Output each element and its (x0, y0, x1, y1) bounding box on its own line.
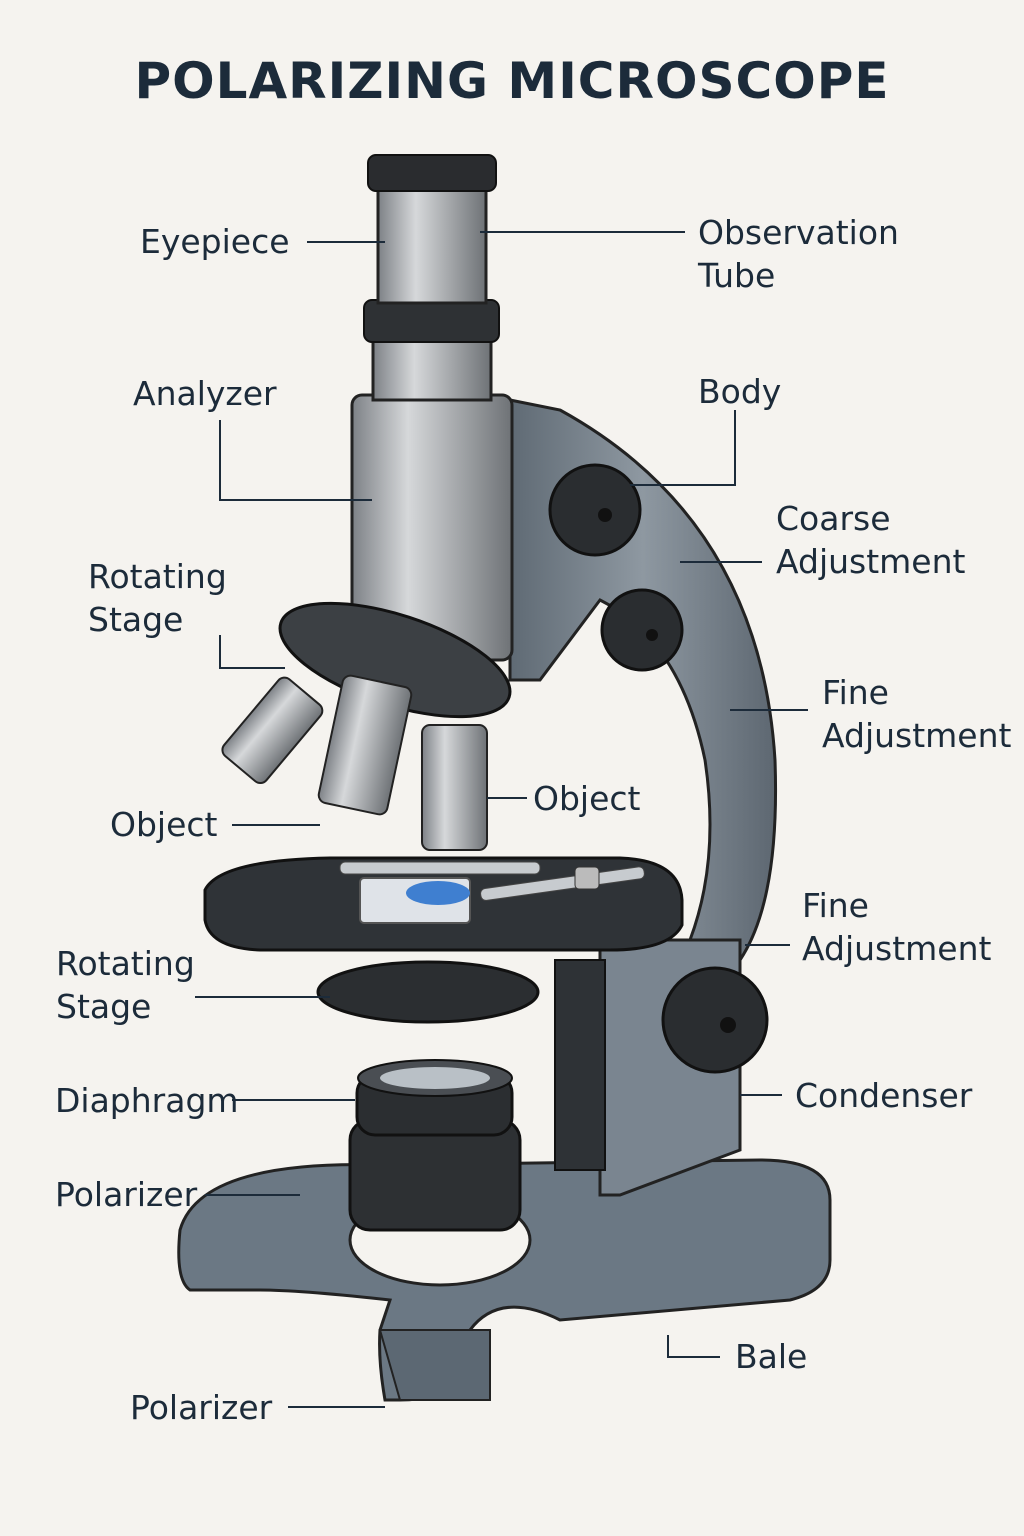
label-polarizer-top: Polarizer (55, 1175, 198, 1214)
label-eyepiece: Eyepiece (140, 222, 290, 261)
objectives (221, 601, 512, 851)
diagram-title: POLARIZING MICROSCOPE (134, 52, 890, 110)
label-polarizer-bottom: Polarizer (130, 1388, 273, 1427)
adjustment-knobs (548, 463, 769, 1074)
leader-lines (195, 231, 808, 1408)
label-body: Body (698, 372, 782, 411)
label-object-left: Object (110, 805, 218, 844)
observation-tube (350, 154, 514, 662)
stage (203, 856, 684, 1024)
label-analyzer: Analyzer (133, 374, 277, 413)
label-bale: Bale (735, 1337, 808, 1376)
label-rotating-stage-bottom: Rotating Stage (56, 944, 195, 1026)
label-fine-adjustment-top: Fine Adjustment (822, 673, 1012, 755)
condenser-stack (348, 1059, 522, 1232)
label-rotating-stage-top: Rotating Stage (88, 557, 227, 639)
label-diaphragm: Diaphragm (55, 1081, 239, 1120)
label-condenser: Condenser (795, 1076, 973, 1115)
label-observation-tube: Observation Tube (698, 213, 899, 295)
label-object-right: Object (533, 779, 641, 818)
label-fine-adjustment-bottom: Fine Adjustment (802, 886, 992, 968)
label-coarse-adjustment: Coarse Adjustment (776, 499, 966, 581)
